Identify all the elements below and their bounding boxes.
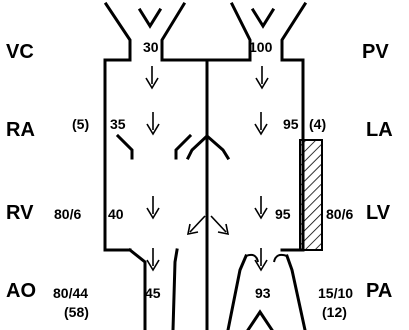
- vena-cava-left-wall: [106, 4, 130, 60]
- shunt-arrow-right-icon: [211, 216, 228, 234]
- label-pa: PA: [366, 280, 392, 302]
- atrial-septum: [162, 60, 207, 330]
- arrow-rv-down-icon: [147, 196, 159, 218]
- tricuspid-leaflet-right: [176, 136, 190, 158]
- value-rv-sat: 40: [108, 206, 124, 222]
- pulmonary-vein-left-wall: [232, 4, 250, 60]
- label-rv: RV: [6, 202, 34, 224]
- value-vc-sat: 30: [143, 39, 159, 55]
- label-ra: RA: [6, 119, 35, 141]
- value-pa-mean: (12): [322, 304, 347, 320]
- value-rv-pressure: 80/6: [54, 206, 81, 222]
- label-la: LA: [366, 119, 393, 141]
- value-pa-sat: 93: [255, 285, 271, 301]
- arrow-pv-down-icon: [256, 66, 268, 88]
- value-lv-sat: 95: [275, 206, 291, 222]
- pulmonary-artery-left-wall: [228, 256, 246, 330]
- shunt-arrow-left-icon: [188, 216, 205, 234]
- label-pv: PV: [362, 41, 389, 63]
- aorta-right-wall: [173, 250, 177, 330]
- vena-cava-notch: [140, 10, 160, 26]
- tricuspid-leaflet-left: [118, 136, 132, 158]
- arrow-la-down-icon: [255, 112, 267, 134]
- pulmonary-vein-right-wall: [282, 4, 305, 60]
- pulmonary-artery-notch: [248, 312, 272, 330]
- arrow-ra-down-icon: [147, 112, 159, 134]
- value-ao-sat: 45: [145, 285, 161, 301]
- pulmonary-artery-right-wall: [287, 256, 305, 330]
- arrow-ao-down-icon: [147, 248, 159, 270]
- label-lv: LV: [366, 202, 391, 224]
- vena-cava-right-wall: [162, 4, 184, 60]
- value-pa-pressure: 15/10: [318, 285, 353, 301]
- mitral-leaflet-left: [188, 136, 207, 158]
- arrow-lv-down-icon: [255, 196, 267, 218]
- label-ao: AO: [6, 280, 36, 302]
- value-pv-sat: 100: [249, 39, 273, 55]
- heart-outline: [105, 4, 305, 330]
- value-ao-mean: (58): [64, 304, 89, 320]
- value-la-sat: 95: [283, 116, 299, 132]
- pulmonary-vein-notch: [253, 10, 273, 26]
- arrow-vc-down-icon: [146, 66, 158, 88]
- label-vc: VC: [6, 41, 34, 63]
- value-la-pressure: (4): [309, 116, 326, 132]
- value-ra-sat: 35: [110, 116, 126, 132]
- value-ao-pressure: 80/44: [53, 285, 88, 301]
- mitral-leaflet-right: [207, 136, 228, 158]
- lv-hypertrophy-hatch: [300, 140, 322, 250]
- value-ra-pressure: (5): [72, 116, 89, 132]
- value-lv-pressure: 80/6: [326, 206, 353, 222]
- aorta-left-wall: [130, 250, 145, 330]
